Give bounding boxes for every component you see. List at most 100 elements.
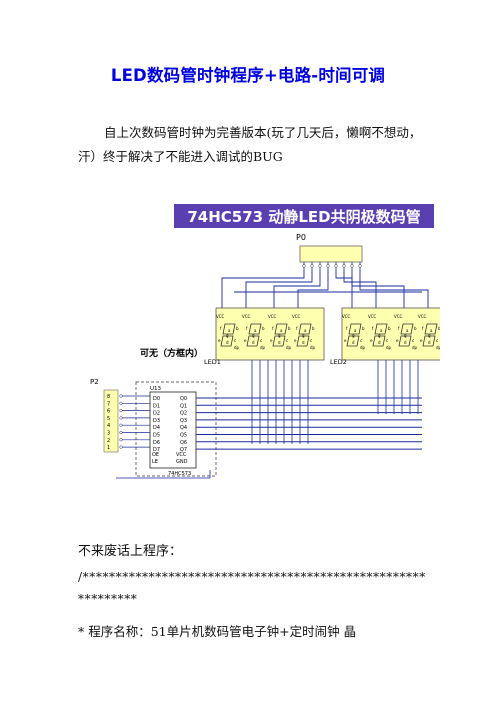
p2-pin-dot: [119, 394, 123, 398]
seg-label: d: [404, 340, 407, 345]
p2-pin-dot: [119, 445, 123, 449]
seg-vcc: VCC: [216, 314, 225, 319]
p0-pins: [302, 262, 362, 270]
seg-label: a: [304, 328, 307, 333]
p0-pin-dot: [350, 264, 354, 268]
p2-pin-number: 2: [107, 438, 110, 444]
seg-label: dp: [386, 345, 392, 350]
seg-label: b: [288, 326, 291, 331]
optional-note: 可无（方框内）: [140, 347, 203, 359]
seg-label: d: [252, 340, 255, 345]
seg-label: f: [422, 326, 424, 331]
ic-q-pin: Q4: [180, 425, 187, 431]
seg-label: c: [386, 338, 388, 343]
seg-label: dp: [412, 345, 418, 350]
ic-74hc573: [149, 391, 197, 469]
seg-label: b: [414, 326, 417, 331]
seg-label: g: [352, 333, 355, 338]
ic-le: LE: [152, 459, 158, 465]
vcc-wire: [116, 470, 211, 479]
seg-label: f: [296, 326, 298, 331]
document-title: LED数码管时钟程序+电路-时间可调: [110, 66, 386, 85]
ic-part: 74HC573: [168, 471, 191, 477]
seg-label: a: [354, 328, 357, 333]
seg-label: a: [380, 328, 383, 333]
p0-pin-dot: [302, 264, 306, 268]
ic-vcc: VCC: [176, 452, 187, 458]
p0-pin-dot: [334, 264, 338, 268]
p2-pin-dot: [119, 430, 123, 435]
seg-label: c: [286, 338, 288, 343]
seg-label: d: [352, 340, 355, 345]
p0-pin-dot: [342, 264, 346, 268]
seg-vcc: VCC: [394, 314, 403, 319]
p2-pin-dot: [119, 401, 123, 405]
p0-pin-dot: [318, 264, 322, 268]
line-program-intro: 不来废话上程序：: [78, 544, 183, 559]
seg-vcc: VCC: [242, 314, 251, 319]
ic-gnd: GND: [176, 459, 188, 465]
p2-pin-number: 1: [107, 445, 110, 451]
p0-pin-dot: [310, 264, 314, 268]
ic-d-pin: D0: [153, 396, 160, 402]
seg-label: d: [302, 340, 305, 345]
p2-pin-number: 8: [107, 394, 110, 400]
ic-d-pin: D7: [153, 447, 160, 453]
seg-label: b: [262, 326, 265, 331]
seg-shape: [372, 323, 388, 347]
ic-d-pin: D3: [153, 418, 160, 424]
seg-vcc: VCC: [418, 314, 427, 319]
seg-label: g: [278, 333, 281, 338]
ic-d-pin: D5: [153, 433, 160, 439]
seg-label: e: [370, 338, 373, 343]
seg-label: a: [228, 328, 231, 333]
seg-label: c: [360, 338, 362, 343]
segment-wires: [251, 360, 419, 444]
p2-pin-number: 7: [107, 401, 110, 407]
led1-label: LED1: [204, 358, 221, 366]
seg-label: e: [270, 338, 273, 343]
p2-connector: [103, 389, 119, 453]
seg-shape: [398, 323, 414, 347]
seg-label: e: [396, 338, 399, 343]
seg-label: d: [226, 340, 229, 345]
seg-label: dp: [234, 345, 240, 350]
seg-vcc: VCC: [342, 314, 351, 319]
p2-label: P2: [90, 378, 99, 386]
seg-label: f: [272, 326, 274, 331]
code-comment-stars: /***************************************…: [78, 570, 426, 606]
ic-q-pin: Q5: [180, 433, 187, 439]
seg-label: b: [362, 326, 365, 331]
seg-vcc: VCC: [292, 314, 301, 319]
seg-shape: [346, 323, 362, 347]
seg-label: dp: [310, 345, 316, 350]
seg-shape: [246, 323, 262, 347]
seg-shape: [296, 323, 312, 347]
seg-label: f: [346, 326, 348, 331]
p2-pin-number: 5: [107, 416, 110, 422]
seg-label: dp: [360, 345, 366, 350]
intro-paragraph: 自上次数码管时钟为完善版本(玩了几天后，懒啊不想动，汗）终于解决了不能进入调试的…: [78, 125, 422, 164]
seg-label: d: [378, 340, 381, 345]
p0-pin-dot: [326, 264, 330, 268]
ic-d-pin: D1: [153, 403, 160, 409]
ic-q-pin: Q3: [180, 418, 187, 424]
seg-label: g: [302, 333, 305, 338]
seg-label: dp: [436, 345, 440, 350]
p0-connector: [299, 245, 363, 263]
seg-label: e: [294, 338, 297, 343]
ic-q-pin: Q1: [180, 403, 187, 409]
seg-label: c: [260, 338, 262, 343]
p2-pin-dot: [119, 423, 123, 427]
seg-label: g: [252, 333, 255, 338]
bus-wires: [221, 270, 429, 308]
p2-pin-dot: [119, 409, 123, 413]
seg-label: d: [278, 340, 281, 345]
seg-shape: [272, 323, 288, 347]
seg-label: d: [428, 340, 431, 345]
